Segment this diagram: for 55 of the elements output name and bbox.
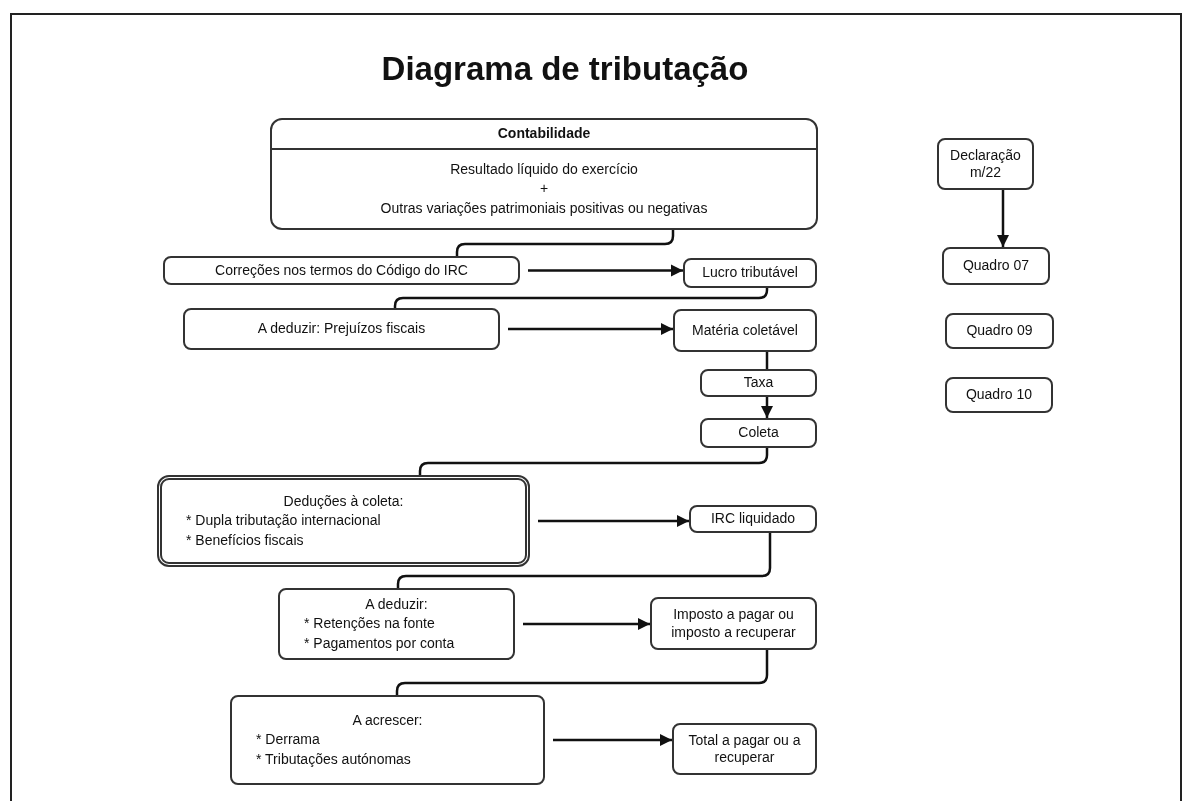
diagram-title: Diagrama de tributação	[380, 49, 750, 89]
connector-line	[418, 448, 769, 475]
box-text: Quadro 09	[966, 322, 1033, 340]
process-box	[230, 695, 545, 785]
box-text: Coleta	[738, 424, 779, 442]
process-box	[937, 138, 1034, 190]
box-text: Quadro 07	[962, 257, 1030, 275]
connector-line	[396, 533, 772, 588]
arrow	[508, 322, 673, 336]
arrow	[553, 733, 672, 747]
arrow	[538, 514, 689, 528]
box-text: A deduzir: Prejuízos fiscais	[257, 320, 426, 338]
process-box	[942, 247, 1050, 285]
box-text: Correções nos termos do Código do IRC	[215, 261, 468, 280]
process-box	[945, 313, 1054, 349]
process-box	[683, 258, 817, 288]
box-text: Imposto a pagar ou imposto a recuperar	[670, 606, 797, 641]
process-box	[157, 475, 530, 567]
box-text: Resultado líquido do exercício	[450, 160, 638, 178]
process-box	[270, 118, 818, 230]
list-item: * Benefícios fiscais	[186, 530, 305, 550]
box-text: Outras variações patrimoniais positivas ou negativas	[380, 199, 708, 217]
process-box	[650, 597, 817, 650]
process-box	[700, 418, 817, 448]
arrow	[996, 190, 1010, 247]
connector-line	[395, 650, 769, 695]
box-text: Declaração m/22	[949, 146, 1022, 182]
arrow	[523, 617, 650, 631]
process-box	[163, 256, 520, 285]
list-item: * Pagamentos por conta	[304, 633, 456, 653]
box-text: Quadro 10	[965, 386, 1033, 404]
process-box	[945, 377, 1053, 413]
box-text: Lucro tributável	[702, 264, 798, 282]
box-text: Taxa	[743, 374, 774, 392]
process-box	[278, 588, 515, 660]
list-item: * Derrama	[256, 730, 321, 750]
arrow	[760, 397, 774, 418]
process-box	[672, 723, 817, 775]
list-item: * Retenções na fonte	[304, 614, 436, 634]
process-box	[689, 505, 817, 533]
connector-line	[455, 230, 675, 256]
box-heading: Contabilidade	[272, 120, 816, 150]
box-text: IRC liquidado	[710, 510, 796, 528]
box-heading: A deduzir:	[365, 594, 428, 614]
list-item: * Dupla tributação internacional	[186, 511, 382, 531]
box-heading: Deduções à coleta:	[283, 491, 404, 511]
box-text: Matéria coletável	[692, 321, 798, 340]
box-text: +	[539, 180, 549, 198]
list-item: * Tributações autónomas	[256, 749, 412, 769]
process-box	[183, 308, 500, 350]
process-box	[673, 309, 817, 352]
box-text: Total a pagar ou a recuperar	[688, 731, 801, 767]
arrow	[528, 264, 683, 277]
process-box	[700, 369, 817, 397]
box-heading: A acrescer:	[352, 710, 423, 730]
